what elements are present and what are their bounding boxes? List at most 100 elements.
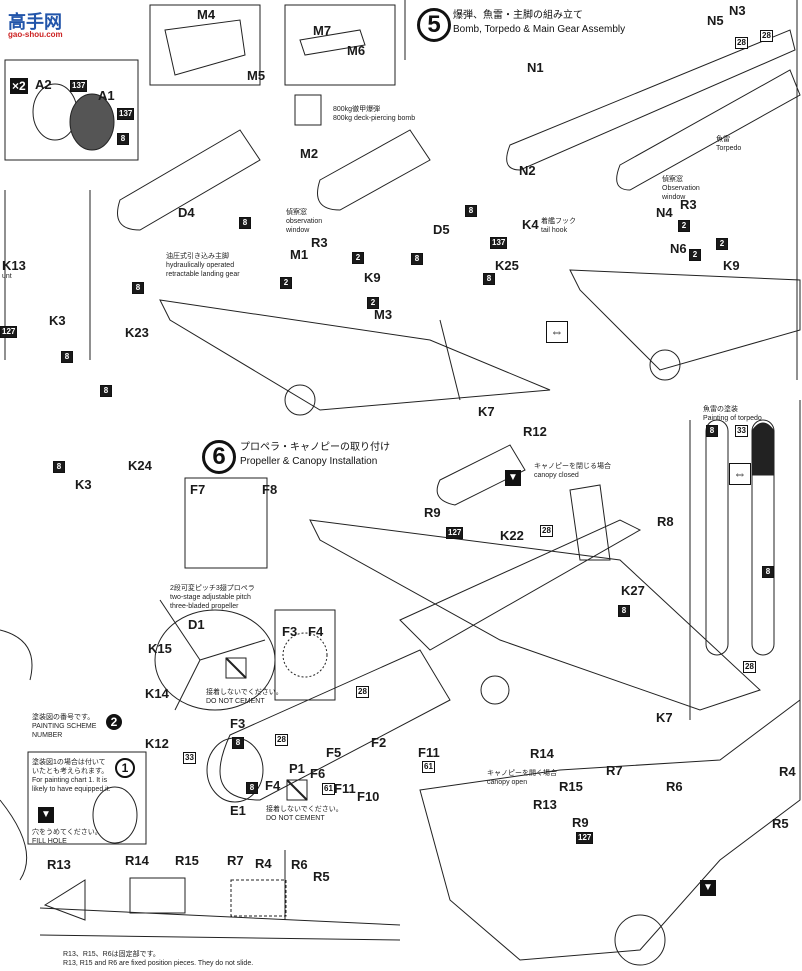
aircraft-tail <box>569 484 611 561</box>
part-label: K22 <box>500 528 524 543</box>
bomb-parts-box <box>284 4 396 86</box>
paint-code: 8 <box>117 133 129 145</box>
chart1-box <box>27 751 147 845</box>
torpedo-paint-note-jp: 魚雷の塗装 <box>703 406 738 413</box>
cement-icon: ▼ <box>505 470 521 486</box>
part-label: F5 <box>326 745 342 760</box>
wheel-rim <box>32 83 78 141</box>
paint-code: 28 <box>275 734 288 746</box>
part-label: R13 <box>47 857 71 872</box>
part-label: K3 <box>49 313 66 328</box>
gear-note-en2: retractable landing gear <box>166 271 240 278</box>
part-label: D1 <box>188 617 205 632</box>
paint-code: 8 <box>483 273 495 285</box>
wheel-tire <box>69 93 115 151</box>
part-label: K24 <box>128 458 152 473</box>
engine-detail-box <box>274 609 336 701</box>
paint-code: 8 <box>232 737 244 749</box>
painting-chart-number: 1 <box>115 758 135 778</box>
paint-code: 28 <box>540 525 553 537</box>
part-label: R15 <box>559 779 583 794</box>
step-6-number: 6 <box>202 440 236 474</box>
no-cement-note-jp: 接着しないでください。 <box>206 689 283 696</box>
wheel-box <box>4 59 139 161</box>
paint-code: 8 <box>61 351 73 363</box>
tailhook-note-jp: 着艦フック <box>541 218 576 225</box>
wing-outline <box>569 269 801 371</box>
partial-wing <box>0 629 33 681</box>
part-label: K23 <box>125 325 149 340</box>
no-cement-icon <box>286 779 308 801</box>
part-label: M2 <box>300 146 319 161</box>
part-label: R9 <box>572 815 589 830</box>
part-label: K15 <box>148 641 172 656</box>
canopy-open-note-en: canopy open <box>487 779 528 786</box>
part-label: M3 <box>374 307 393 322</box>
prop-note-en2: three-bladed propeller <box>170 603 239 610</box>
paint-code: 2 <box>280 277 292 289</box>
r13-frame <box>43 879 86 921</box>
r14-frame <box>129 877 186 914</box>
part-label: F3 <box>230 716 246 731</box>
landing-wheel <box>284 384 316 416</box>
paint-code: 137 <box>490 237 508 249</box>
part-label: F4 <box>265 778 281 793</box>
part-label: R4 <box>255 856 272 871</box>
part-label: R14 <box>530 746 554 761</box>
part-label: N1 <box>527 60 544 75</box>
paint-code: 2 <box>367 297 379 309</box>
paint-code: 8 <box>411 253 423 265</box>
part-label: M5 <box>247 68 266 83</box>
part-label: R8 <box>657 514 674 529</box>
reverse-view-icon: ⇔ <box>729 463 751 485</box>
paint-code: 8 <box>246 782 258 794</box>
spinner <box>614 914 666 966</box>
paint-code: 8 <box>239 217 251 229</box>
fuselage-strip-line <box>39 907 401 926</box>
part-label: K4 <box>522 217 539 232</box>
part-label: F8 <box>262 482 278 497</box>
no-cement-icon <box>225 657 247 679</box>
fill-hole-note-en: FILL HOLE <box>32 838 67 845</box>
part-label: K9 <box>723 258 740 273</box>
prop-note-en1: two-stage adjustable pitch <box>170 594 251 601</box>
part-label: D5 <box>433 222 450 237</box>
part-label: R13 <box>533 797 557 812</box>
paint-code: 8 <box>132 282 144 294</box>
wing-outline <box>159 299 551 411</box>
part-label: R7 <box>606 763 623 778</box>
scheme-note-en1: PAINTING SCHEME <box>32 723 97 730</box>
part-label: K7 <box>656 710 673 725</box>
paint-code: 8 <box>618 605 630 617</box>
fill-hole-icon: ▼ <box>38 807 54 823</box>
torpedo-paint-note-en: Painting of torpedo <box>703 415 762 422</box>
step-5-title-jp: 爆弾、魚雷・主脚の組み立て <box>453 10 583 21</box>
paint-code: 2 <box>352 252 364 264</box>
obs2-note-en1: Observation <box>662 185 700 192</box>
no-cement2-note-en: DO NOT CEMENT <box>266 815 325 822</box>
bomb-note-jp: 800kg徹甲爆弾 <box>333 106 381 113</box>
reverse-view-icon: ⇔ <box>546 321 568 343</box>
cement-icon: ▼ <box>700 880 716 896</box>
cowl-ring <box>92 786 138 844</box>
paint-code: 2 <box>689 249 701 261</box>
torpedo-body <box>616 69 801 191</box>
part-label: M4 <box>197 7 216 22</box>
engine-cowling <box>219 649 451 801</box>
part-label: D4 <box>178 205 195 220</box>
aircraft-fuselage <box>399 519 642 651</box>
paint-code: 137 <box>117 108 135 120</box>
part-label: K13 <box>2 258 26 273</box>
paint-code: 28 <box>743 661 756 673</box>
part-label: R5 <box>313 869 330 884</box>
step-6-title-en: Propeller & Canopy Installation <box>240 456 378 467</box>
prop-note-jp: 2段可変ピッチ3翅プロペラ <box>170 585 255 592</box>
part-label: M1 <box>290 247 309 262</box>
part-label: A1 <box>98 88 115 103</box>
landing-wheel <box>649 349 681 381</box>
paint-code: 8 <box>465 205 477 217</box>
paint-code: 137 <box>70 80 88 92</box>
bomb-fins-shape <box>164 19 246 76</box>
part-label: R6 <box>666 779 683 794</box>
scheme-note-en2: NUMBER <box>32 732 63 739</box>
